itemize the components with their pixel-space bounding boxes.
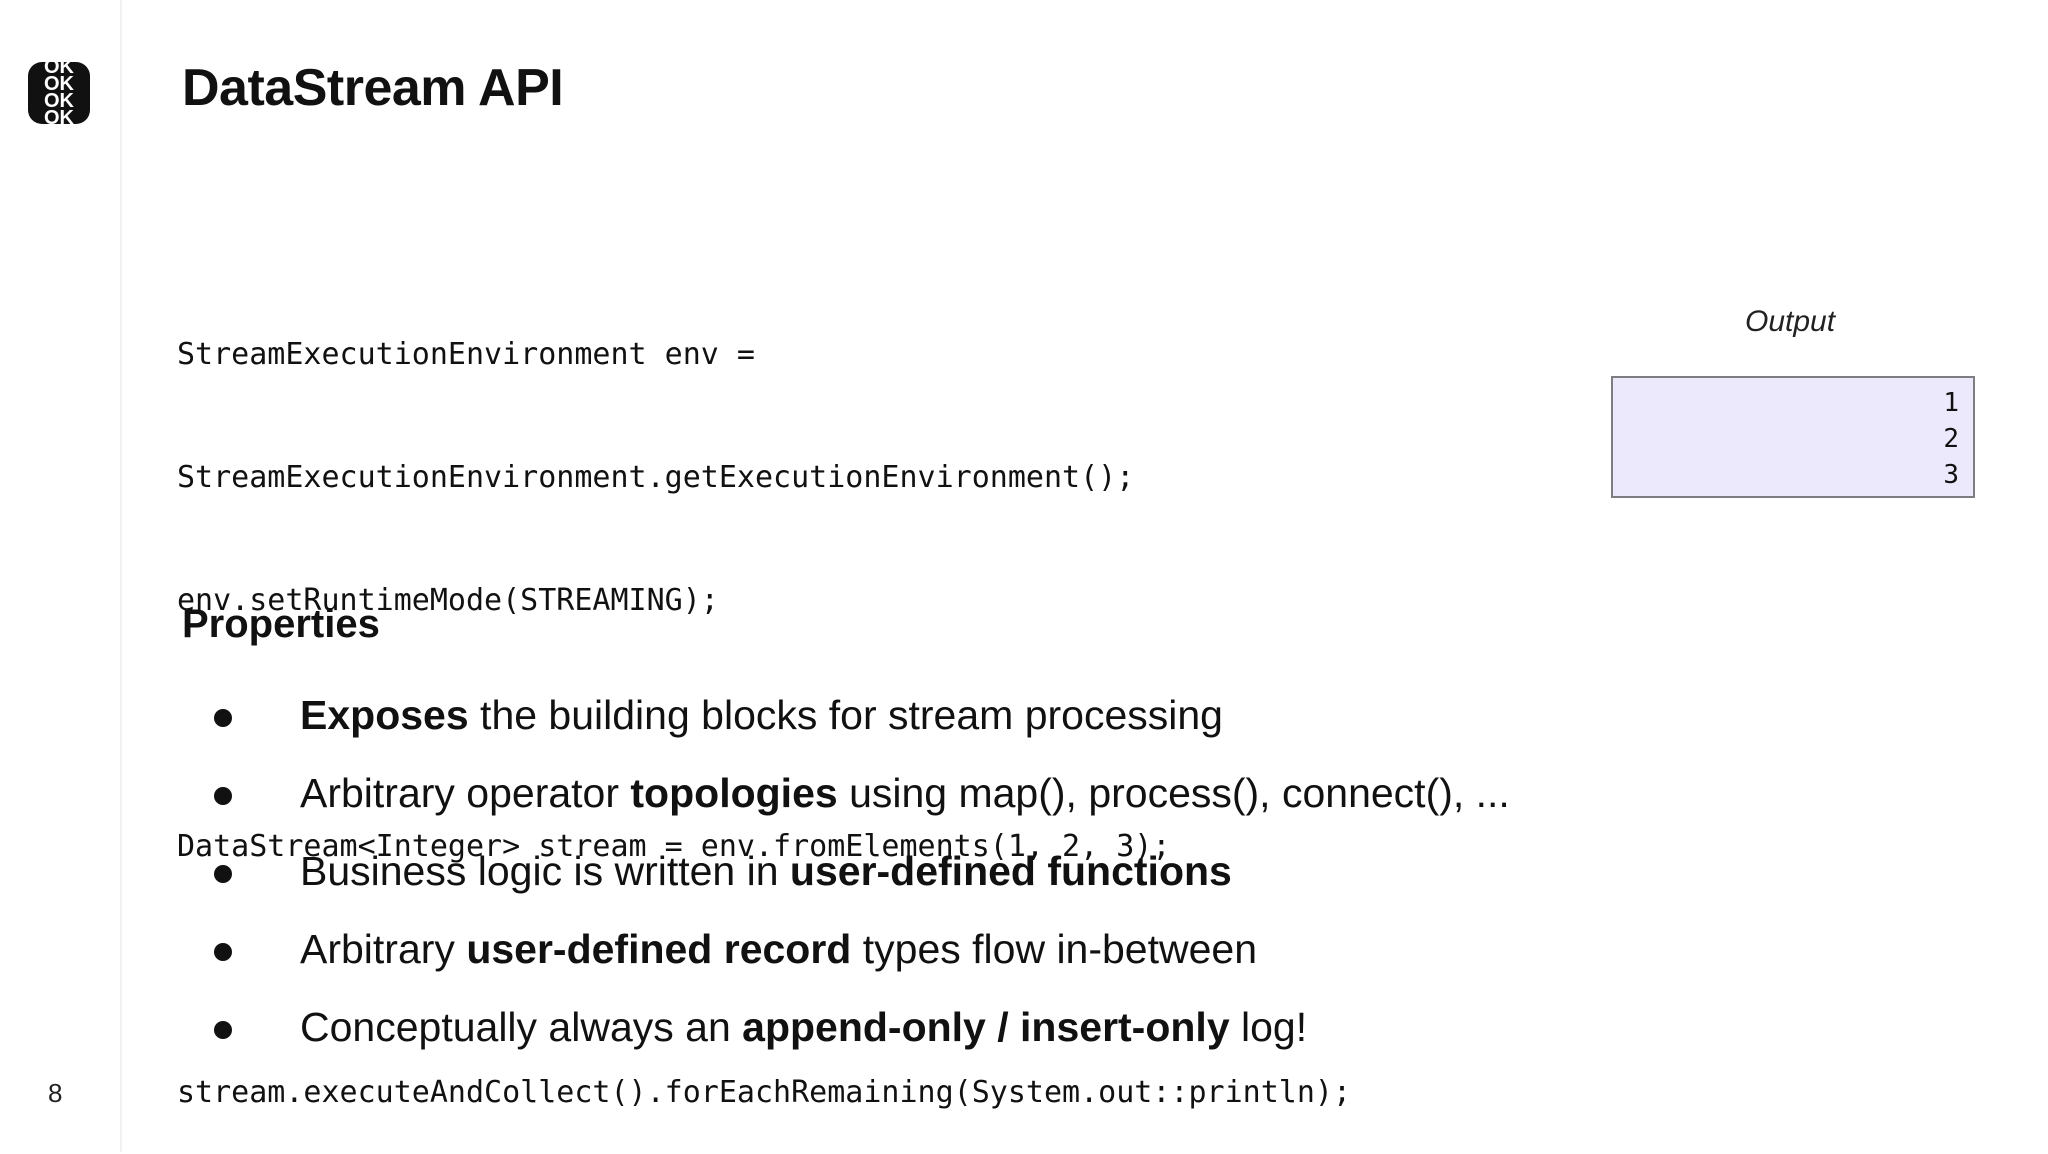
- output-value: 1: [1943, 388, 1959, 418]
- sidebar-divider: [120, 0, 122, 1152]
- list-item: Exposes the building blocks for stream p…: [214, 676, 1510, 754]
- brand-logo: OK OK OK OK: [28, 62, 90, 124]
- code-line: env.setRuntimeMode(STREAMING);: [177, 583, 719, 618]
- item-text: Arbitrary user-defined record types flow…: [300, 925, 1258, 972]
- list-item: Business logic is written in user-define…: [214, 832, 1510, 910]
- output-label: Output: [1745, 305, 1836, 338]
- properties-heading: Properties: [182, 602, 380, 646]
- item-text: Business logic is written in user-define…: [300, 847, 1232, 894]
- page-number: 8: [48, 1078, 63, 1108]
- bullet-icon: [214, 1021, 232, 1039]
- slide-title: DataStream API: [182, 59, 564, 117]
- logo-line: OK: [44, 107, 74, 124]
- item-text: Exposes the building blocks for stream p…: [300, 691, 1223, 738]
- code-line: stream.executeAndCollect().forEachRemain…: [177, 1075, 1351, 1110]
- bullet-icon: [214, 943, 232, 961]
- output-box: 1 2 3: [1611, 376, 1975, 498]
- code-line: StreamExecutionEnvironment.getExecutionE…: [177, 460, 1135, 495]
- list-item: Arbitrary user-defined record types flow…: [214, 910, 1510, 988]
- code-line: DataStream<Integer> stream = env.fromEle…: [177, 829, 1171, 864]
- output-value: 3: [1943, 460, 1959, 490]
- code-block: StreamExecutionEnvironment env = StreamE…: [177, 252, 1351, 1154]
- bullet-icon: [214, 787, 232, 805]
- code-line: StreamExecutionEnvironment env =: [177, 337, 755, 372]
- properties-list: Exposes the building blocks for stream p…: [214, 676, 1510, 1066]
- list-item: Conceptually always an append-only / ins…: [214, 988, 1510, 1066]
- logo-line: OK: [44, 73, 74, 95]
- bullet-icon: [214, 865, 232, 883]
- item-text: Arbitrary operator topologies using map(…: [300, 769, 1510, 816]
- list-item: Arbitrary operator topologies using map(…: [214, 754, 1510, 832]
- bullet-icon: [214, 709, 232, 727]
- logo-line: OK: [44, 90, 74, 112]
- logo-line: OK: [44, 62, 74, 78]
- output-value: 2: [1943, 424, 1959, 454]
- item-text: Conceptually always an append-only / ins…: [300, 1003, 1308, 1050]
